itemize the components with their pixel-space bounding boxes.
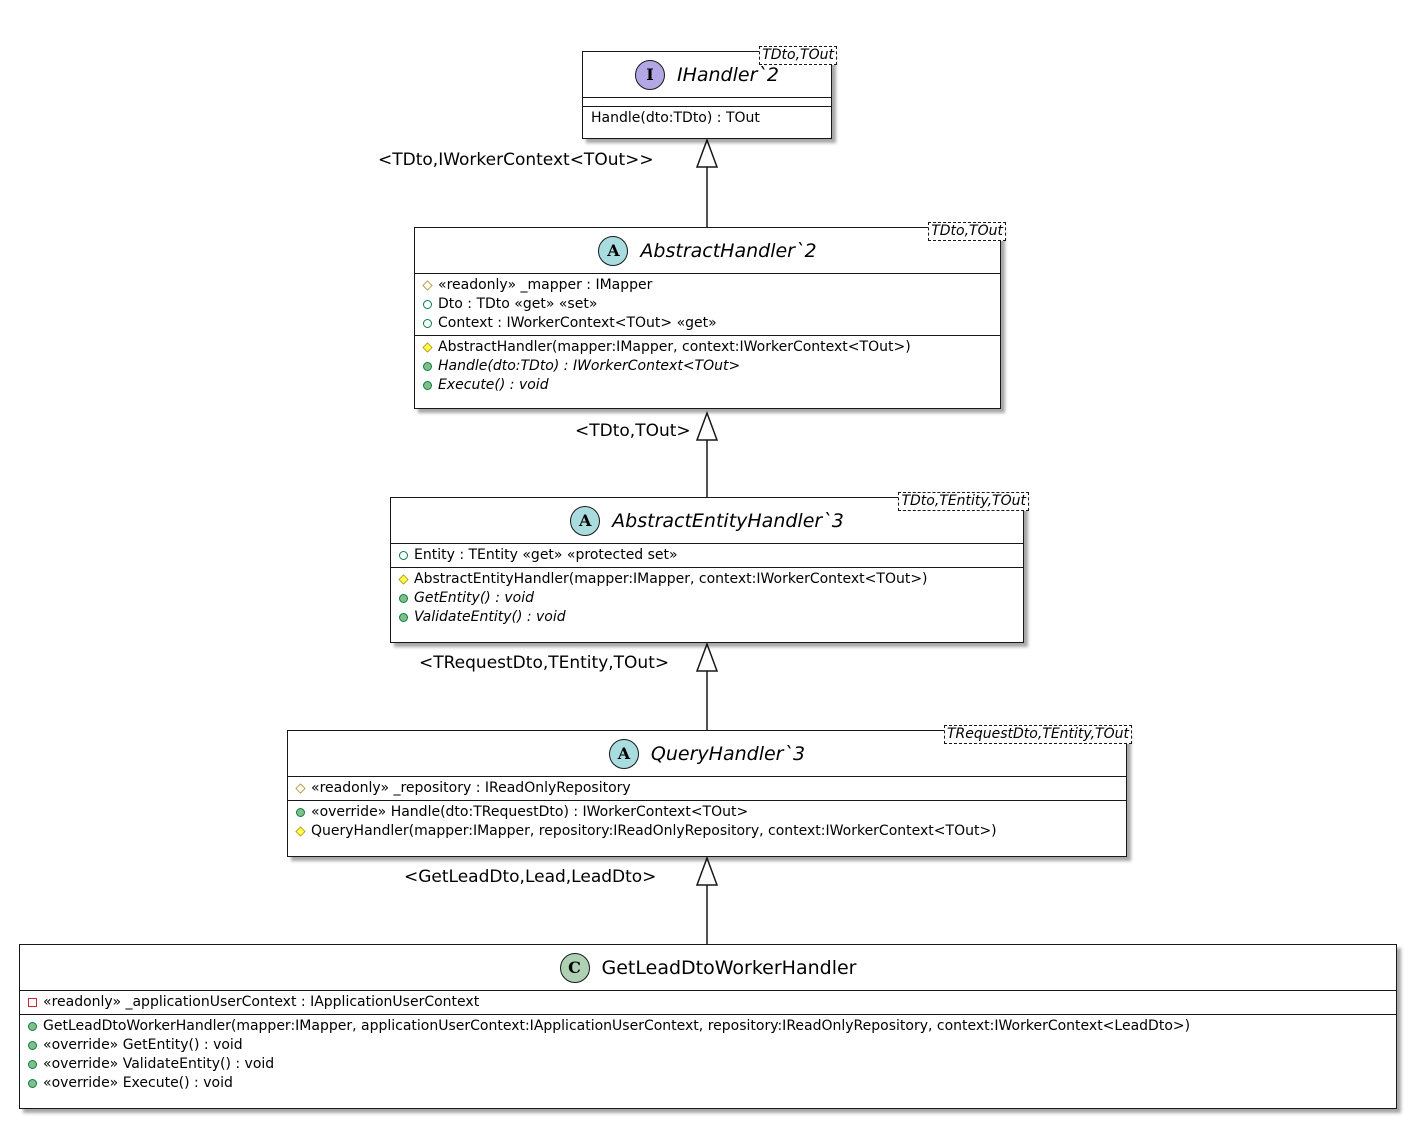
field-row: Context : IWorkerContext<TOut> «get» xyxy=(423,314,992,333)
class-query-handler[interactable]: A QueryHandler`3 TRequestDto,TEntity,TOu… xyxy=(287,725,1132,857)
class-badge-icon: C xyxy=(559,952,590,983)
edge-label-4: <GetLeadDto,Lead,LeadDto> xyxy=(404,867,657,887)
class-name: AbstractEntityHandler`3 xyxy=(612,509,844,532)
class-header: A AbstractHandler`2 TDto,TOut xyxy=(415,222,1006,274)
fields-section: «readonly» _applicationUserContext : IAp… xyxy=(20,991,1396,1015)
public-field-icon xyxy=(399,551,408,560)
class-abstract-entity-handler[interactable]: A AbstractEntityHandler`3 TDto,TEntity,T… xyxy=(390,492,1029,643)
method-row: AbstractEntityHandler(mapper:IMapper, co… xyxy=(398,570,1015,589)
method-row: ValidateEntity() : void xyxy=(399,608,1015,627)
protected-field-icon xyxy=(295,783,306,794)
method-row: Handle(dto:TDto) : TOut xyxy=(591,110,760,126)
methods-section: AbstractEntityHandler(mapper:IMapper, co… xyxy=(391,568,1023,629)
field-row: «readonly» _applicationUserContext : IAp… xyxy=(28,993,1388,1012)
protected-method-icon xyxy=(295,826,306,837)
public-method-icon xyxy=(296,808,305,817)
methods-section: AbstractHandler(mapper:IMapper, context:… xyxy=(415,336,1000,397)
protected-method-icon xyxy=(422,342,433,353)
public-method-icon xyxy=(28,1060,37,1069)
method-row: Handle(dto:TDto) : IWorkerContext<TOut> xyxy=(423,357,992,376)
fields-section: «readonly» _mapper : IMapper Dto : TDto … xyxy=(415,274,1000,336)
public-method-icon xyxy=(423,362,432,371)
fields-section: «readonly» _repository : IReadOnlyReposi… xyxy=(288,777,1126,801)
method-row: «override» GetEntity() : void xyxy=(28,1036,1388,1055)
class-header: A QueryHandler`3 TRequestDto,TEntity,TOu… xyxy=(288,725,1132,777)
class-abstract-handler[interactable]: A AbstractHandler`2 TDto,TOut «readonly»… xyxy=(414,222,1006,409)
abstract-badge-icon: A xyxy=(608,738,639,769)
method-row: QueryHandler(mapper:IMapper, repository:… xyxy=(295,822,1118,841)
edge-label-3: <TRequestDto,TEntity,TOut> xyxy=(419,653,670,673)
field-row: «readonly» _mapper : IMapper xyxy=(422,276,992,295)
edge-arrowhead-4 xyxy=(695,855,719,886)
class-header: A AbstractEntityHandler`3 TDto,TEntity,T… xyxy=(391,492,1029,544)
protected-method-icon xyxy=(398,574,409,585)
class-ihandler[interactable]: I IHandler`2 TDto,TOut Handle(dto:TDto) … xyxy=(582,46,837,139)
method-row: AbstractHandler(mapper:IMapper, context:… xyxy=(422,338,992,357)
public-field-icon xyxy=(423,319,432,328)
protected-field-icon xyxy=(422,280,433,291)
public-method-icon xyxy=(423,381,432,390)
class-name: AbstractHandler`2 xyxy=(640,239,817,262)
method-row: Execute() : void xyxy=(423,376,992,395)
public-method-icon xyxy=(28,1079,37,1088)
class-get-lead-dto-worker-handler[interactable]: C GetLeadDtoWorkerHandler «readonly» _ap… xyxy=(19,944,1397,1109)
public-method-icon xyxy=(399,613,408,622)
field-row: Entity : TEntity «get» «protected set» xyxy=(399,546,1015,565)
methods-section: Handle(dto:TDto) : TOut xyxy=(583,107,831,130)
edge-arrowhead-1 xyxy=(695,137,719,168)
abstract-badge-icon: A xyxy=(570,505,601,536)
fields-section: Entity : TEntity «get» «protected set» xyxy=(391,544,1023,568)
class-header: C GetLeadDtoWorkerHandler xyxy=(20,945,1396,991)
edge-label-2: <TDto,TOut> xyxy=(575,421,691,441)
type-parameters: TDto,TEntity,TOut xyxy=(898,492,1029,511)
fields-section xyxy=(583,98,831,107)
abstract-badge-icon: A xyxy=(598,235,629,266)
type-parameters: TRequestDto,TEntity,TOut xyxy=(943,725,1132,744)
method-row: «override» Handle(dto:TRequestDto) : IWo… xyxy=(296,803,1118,822)
public-field-icon xyxy=(423,300,432,309)
class-name: GetLeadDtoWorkerHandler xyxy=(601,956,857,979)
interface-badge-icon: I xyxy=(634,59,665,90)
class-name: IHandler`2 xyxy=(676,63,779,86)
type-parameters: TDto,TOut xyxy=(928,222,1006,241)
field-row: «readonly» _repository : IReadOnlyReposi… xyxy=(295,779,1118,798)
class-name: QueryHandler`3 xyxy=(650,742,806,765)
method-row: «override» Execute() : void xyxy=(28,1074,1388,1093)
edge-arrowhead-2 xyxy=(695,410,719,441)
method-row: GetLeadDtoWorkerHandler(mapper:IMapper, … xyxy=(28,1017,1388,1036)
public-method-icon xyxy=(28,1022,37,1031)
methods-section: GetLeadDtoWorkerHandler(mapper:IMapper, … xyxy=(20,1015,1396,1095)
edge-arrowhead-3 xyxy=(695,641,719,672)
field-row: Dto : TDto «get» «set» xyxy=(423,295,992,314)
public-method-icon xyxy=(28,1041,37,1050)
class-header: I IHandler`2 TDto,TOut xyxy=(583,46,837,98)
methods-section: «override» Handle(dto:TRequestDto) : IWo… xyxy=(288,801,1126,843)
edge-label-1: <TDto,IWorkerContext<TOut>> xyxy=(378,150,654,170)
method-row: «override» ValidateEntity() : void xyxy=(28,1055,1388,1074)
public-method-icon xyxy=(399,594,408,603)
private-field-icon xyxy=(28,998,37,1007)
type-parameters: TDto,TOut xyxy=(759,46,837,65)
method-row: GetEntity() : void xyxy=(399,589,1015,608)
